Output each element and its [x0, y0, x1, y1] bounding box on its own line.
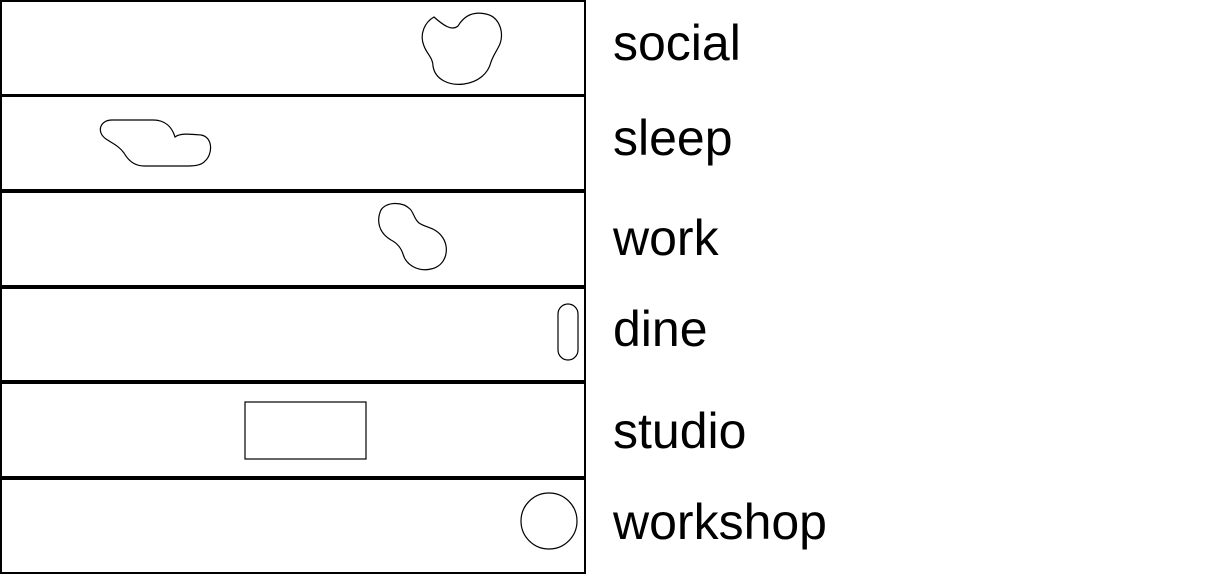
label-work: work	[612, 210, 720, 266]
label-studio: studio	[613, 403, 746, 459]
label-workshop: workshop	[612, 494, 827, 550]
band-sleep	[0, 95, 586, 191]
row-workshop: workshop	[0, 478, 827, 574]
label-social: social	[613, 15, 741, 71]
row-dine: dine	[0, 287, 708, 382]
row-work: work	[0, 191, 720, 287]
label-sleep: sleep	[613, 110, 733, 166]
row-studio: studio	[0, 382, 746, 478]
row-social: social	[0, 0, 741, 96]
band-workshop	[0, 478, 586, 574]
capsule-icon	[557, 303, 579, 361]
row-sleep: sleep	[0, 95, 733, 191]
rectangle-icon	[244, 401, 367, 460]
circle-icon	[520, 492, 578, 550]
peanut-icon	[378, 202, 447, 271]
cloud-icon	[99, 119, 212, 167]
band-work	[0, 191, 586, 287]
label-dine: dine	[613, 301, 708, 357]
blob-icon	[421, 12, 503, 85]
band-dine	[0, 287, 586, 382]
